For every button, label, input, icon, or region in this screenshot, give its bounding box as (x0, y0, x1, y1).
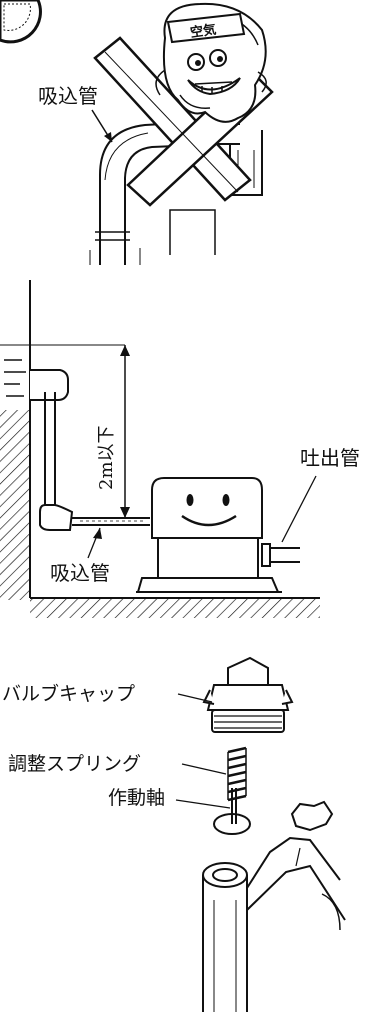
pump-face-icon (181, 494, 237, 527)
air-character-icon: 空気 (155, 2, 267, 123)
discharge-pipe-label: 吐出管 (300, 446, 360, 470)
corner-badge-icon (0, 0, 42, 44)
adjusting-spring-icon (227, 746, 247, 802)
suction-pipe-label: 吸込管 (38, 84, 98, 108)
well-wall (0, 280, 320, 618)
water-surface (0, 344, 125, 397)
operating-shaft-leader (175, 799, 231, 809)
panel-pump-installation: 2m以下 吐出管 吸込管 (0, 280, 360, 618)
panel-air-in-suction-pipe: 空気 吸込管 (0, 0, 274, 265)
pump-body (136, 477, 300, 593)
operating-shaft-label: 作動軸 (108, 787, 165, 809)
valve-cap-icon (202, 656, 294, 733)
headband-text: 空気 (189, 22, 217, 41)
height-dimension (120, 345, 130, 518)
valve-cap-label: バルブキャップ (2, 682, 135, 705)
height-limit-label: 2m以下 (96, 425, 117, 490)
suction-pipe (30, 369, 150, 531)
valve-cap-leader (177, 693, 213, 703)
valve-body (202, 836, 346, 1012)
discharge-pipe-leader (281, 475, 317, 543)
pump-suction-pipe-label: 吸込管 (50, 561, 110, 585)
operating-shaft-icon (213, 788, 251, 835)
suction-arrowhead-icon (93, 528, 102, 539)
leader-arrowhead-icon (104, 132, 112, 142)
small-cap-icon (290, 800, 334, 832)
adjusting-spring-leader (181, 763, 227, 775)
panel-valve-parts: バルブキャップ 調整スプリング 作動軸 (2, 656, 346, 1012)
adjusting-spring-label: 調整スプリング (8, 753, 141, 775)
